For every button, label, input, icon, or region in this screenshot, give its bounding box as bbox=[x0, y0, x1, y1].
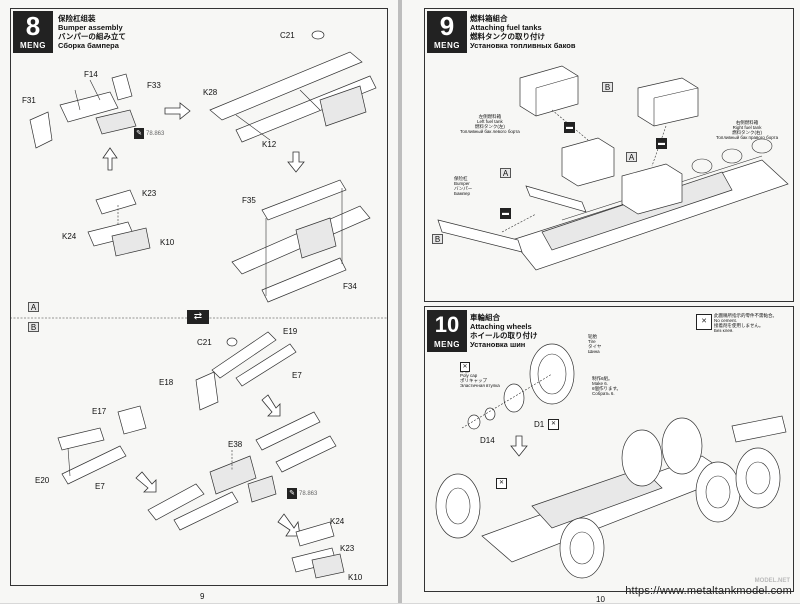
label-c21-top: C21 bbox=[280, 31, 295, 40]
step10-title-ru: Установка шин bbox=[470, 340, 526, 349]
paint-code-bottom: 78.863 bbox=[299, 491, 318, 497]
step10-title-jp: ホイールの取り付け bbox=[470, 331, 538, 340]
no-cement-icon-polycap: ✕ bbox=[460, 362, 470, 372]
step9-logo: MENG bbox=[434, 41, 460, 50]
book-gutter bbox=[398, 0, 402, 603]
step9-title-jp: 燃料タンクの取り付け bbox=[470, 32, 545, 41]
make-six-note: 制作6組。 Make 6. 6個作ります。 Собрать 6. bbox=[592, 376, 622, 396]
step10-number: 10 bbox=[434, 312, 460, 337]
no-cement-note: 此圖稱所指示的零件不需黏合。 No cement. 接着剤を使用しません。 Бе… bbox=[714, 313, 777, 333]
left-tank-label: 左侧燃料箱 Left fuel tank 燃料タンク(左) Топливный … bbox=[460, 114, 520, 134]
label-k10-top: K10 bbox=[160, 238, 175, 247]
step9-title-cn: 燃料箱組合 bbox=[470, 14, 508, 23]
right-tank-label: 右侧燃料箱 Right fuel tank 燃料タンク(右) Топливный… bbox=[716, 120, 779, 140]
label-e20: E20 bbox=[35, 476, 50, 485]
step10-title: 車輪組合 Attaching wheels ホイールの取り付け Установк… bbox=[470, 313, 538, 349]
page-number-right: 10 bbox=[596, 595, 605, 604]
label-e18: E18 bbox=[159, 378, 174, 387]
label-k10-bottom: K10 bbox=[348, 573, 363, 582]
paint-icon-top: ✎ bbox=[134, 128, 144, 139]
step9-title-ru: Установка топливных баков bbox=[470, 41, 576, 50]
step9-badge: 9 MENG bbox=[427, 11, 467, 53]
no-cement-icon: ✕ bbox=[696, 314, 712, 330]
site-watermark: https://www.metaltankmodel.com bbox=[625, 585, 792, 597]
section-a-marker: A bbox=[28, 302, 39, 312]
step9-drawings bbox=[437, 65, 789, 271]
instruction-page-9: 8 MENG 保险杠组装 Bumper assembly バンパーの組み立て С… bbox=[0, 0, 398, 603]
label-d1: D1 bbox=[534, 420, 545, 429]
step8-logo: MENG bbox=[20, 41, 46, 50]
section-b-marker: B bbox=[28, 322, 39, 332]
label-k23-bottom: K23 bbox=[340, 544, 355, 553]
step8-title-jp: バンパーの組み立て bbox=[58, 32, 126, 41]
no-cement-icon-d1: ✕ bbox=[548, 419, 559, 430]
step10-logo: MENG bbox=[434, 340, 460, 349]
no-cement-icon-chassis: ✕ bbox=[496, 478, 507, 489]
label-k12: K12 bbox=[262, 140, 277, 149]
label-d14: D14 bbox=[480, 436, 495, 445]
step10-frame bbox=[424, 306, 794, 592]
label-k23-top: K23 bbox=[142, 189, 157, 198]
paint-code-top: 78.863 bbox=[146, 131, 165, 137]
label-k28: K28 bbox=[203, 88, 218, 97]
tire-label: 轮胎 Tire タイヤ Шина bbox=[588, 334, 602, 354]
step9-section-b-bumper: B bbox=[432, 234, 443, 244]
step8-title-cn: 保险杠组装 bbox=[58, 14, 96, 23]
step8-number: 8 bbox=[25, 11, 41, 41]
label-e7-bottom: E7 bbox=[95, 482, 105, 491]
instruction-page-10: 9 MENG 燃料箱組合 Attaching fuel tanks 燃料タンクの… bbox=[402, 0, 800, 604]
step9-title-en: Attaching fuel tanks bbox=[470, 23, 542, 32]
page-number-left: 9 bbox=[200, 592, 205, 601]
step10-title-cn: 車輪組合 bbox=[470, 313, 500, 322]
step8-title-en: Bumper assembly bbox=[58, 23, 123, 32]
label-f31: F31 bbox=[22, 96, 36, 105]
label-e38: E38 bbox=[228, 440, 243, 449]
step8-title: 保险杠组装 Bumper assembly バンパーの組み立て Сборка б… bbox=[58, 14, 126, 50]
label-c21-b: C21 bbox=[197, 338, 212, 347]
step8-title-ru: Сборка бампера bbox=[58, 41, 119, 50]
label-k24-bottom: K24 bbox=[330, 517, 345, 526]
step9-frame bbox=[424, 8, 794, 302]
label-e19: E19 bbox=[283, 327, 298, 336]
label-f14: F14 bbox=[84, 70, 98, 79]
step9-number: 9 bbox=[439, 11, 455, 41]
label-f33: F33 bbox=[147, 81, 161, 90]
swap-arrows-icon: ⇄ bbox=[187, 310, 209, 324]
step9-section-a-bumper: A bbox=[500, 168, 511, 178]
label-e7-top: E7 bbox=[292, 371, 302, 380]
label-f35: F35 bbox=[242, 196, 256, 205]
step10-drawings bbox=[435, 343, 787, 579]
glue-icon-right-tank: ▬ bbox=[656, 138, 667, 149]
bumper-label: 保险杠 Bumper バンパー Бампер bbox=[454, 176, 473, 196]
step8-badge: 8 MENG bbox=[13, 11, 53, 53]
paint-icon-bottom: ✎ bbox=[287, 488, 297, 499]
faint-watermark-mark: MODEL.NET bbox=[754, 578, 790, 584]
label-e17: E17 bbox=[92, 407, 107, 416]
glue-icon-left-tank: ▬ bbox=[564, 122, 575, 133]
step10-title-en: Attaching wheels bbox=[470, 322, 532, 331]
step8-frame bbox=[10, 8, 388, 586]
step10-badge: 10 MENG bbox=[427, 310, 467, 352]
step9-section-a: A bbox=[626, 152, 637, 162]
glue-icon-bumper: ▬ bbox=[500, 208, 511, 219]
step8-drawings bbox=[10, 30, 388, 579]
label-f34: F34 bbox=[343, 282, 357, 291]
label-k24-top: K24 bbox=[62, 232, 77, 241]
step9-section-b-top: B bbox=[602, 82, 613, 92]
step9-title: 燃料箱組合 Attaching fuel tanks 燃料タンクの取り付け Ус… bbox=[470, 14, 575, 50]
